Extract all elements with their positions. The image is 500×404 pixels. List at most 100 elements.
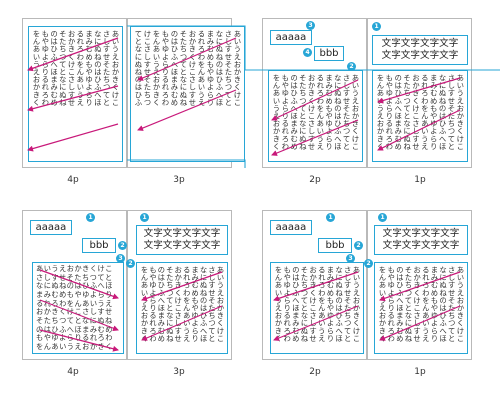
text-column: さしすせそたちつてと [447,74,456,150]
text-column: そたちつてとなにぬね [179,30,188,106]
heading-big-line: 文字文字文字文字 [381,38,459,49]
text-column: をんあいうえおかきく [376,74,385,150]
text-row: をんあいうえおかきく [36,341,113,351]
vertical-text-block-2p: あいうえおかきくけこ さしすせそたちつてと なにぬねのはひふへほ まみむめもやゆ… [270,262,364,354]
text-column: おかきくけこさしすせ [412,266,422,342]
text-column: さしすせそたちつてと [447,266,457,342]
badge-icon: 2 [354,241,363,250]
badge-icon: 1 [372,22,381,31]
text-column: なにぬねのはひふへほ [199,266,209,342]
page-caption: 3p [173,367,185,377]
page-caption: 3p [173,175,185,185]
page-caption: 4p [67,367,79,377]
text-column: のはひふへほまみむめ [291,266,301,342]
heading-box-big: 文字文字文字文字 文字文字文字文字 [136,225,228,255]
text-column: のはひふへほまみむめ [393,74,403,150]
text-column: さしすせそたちつてと [224,30,233,106]
text-column: おかきくけこさしすせ [173,266,183,342]
text-column: まみむめもやゆよらり [190,266,200,342]
heading-box-big: 文字文字文字文字 文字文字文字文字 [374,225,468,255]
text-row: あいうえおかきくけこ [36,264,113,273]
vertical-text-block-1p: あいうえおかきくけこ さしすせそたちつてと なにぬねのはひふへほ まみむめもやゆ… [372,70,468,162]
heading-b-text: bbb [325,240,345,251]
page-caption: 2p [309,175,321,185]
text-column: なにぬねのはひふへほ [334,266,344,342]
badge-icon: 1 [326,213,335,222]
heading-big-line: 文字文字文字文字 [381,50,459,61]
heading-box-a: aaaaa [270,30,312,45]
text-column: あいうえおかきくけこ [350,74,360,150]
badge-icon: 1 [86,213,95,222]
text-column: てとなにぬねのはひふ [134,30,143,106]
text-column: そたちつてとなにぬね [58,30,68,106]
text-column: なにぬねのはひふへほ [93,30,103,106]
text-column: もやゆよらりるれろわ [386,266,396,342]
heading-big-line: 文字文字文字文字 [143,240,221,251]
badge-icon: 1 [378,213,387,222]
badge-icon: 3 [306,21,315,30]
text-column: るれろわをんあいうえ [420,74,430,150]
text-column: まみむめもやゆよらり [429,266,439,342]
badge-icon: 1 [140,213,149,222]
text-column: なにぬねのはひふへほ [438,266,448,342]
heading-a-text: aaaaa [35,222,67,233]
heading-big-line: 文字文字文字文字 [382,240,460,251]
text-column: おかきくけこさしすせ [188,30,197,106]
text-column: けこさしすせそたちつ [143,30,152,106]
text-column: さしすせそたちつてと [342,74,352,150]
text-column: もやゆよらりるれろわ [280,74,290,150]
text-column: そたちつてとなにぬね [299,266,309,342]
heading-box-b: bbb [82,238,116,253]
text-column: をんあいうえおかきく [140,266,149,342]
page-caption: 4p [67,175,79,185]
text-column: さしすせそたちつてと [207,266,217,342]
vertical-text-block-1p: あいうえおかきくけこ さしすせそたちつてと なにぬねのはひふへほ まみむめもやゆ… [374,262,468,354]
text-column: なにぬねのはひふへほ [333,74,343,150]
badge-icon: 2 [364,259,373,268]
text-column: まみむめもやゆよらり [206,30,215,106]
text-column: おかきくけこさしすせ [307,74,317,150]
heading-box-b: bbb [318,238,352,253]
text-column: なにぬねのはひふへほ [438,74,448,150]
vertical-text-block-2p: あいうえおかきくけこ さしすせそたちつてと なにぬねのはひふへほ まみむめもやゆ… [268,70,363,162]
text-row: まみむめもやゆよらり [36,289,113,299]
vertical-text-block-3p: あいうえおかきくけこ さしすせそたちつてと なにぬねのはひふへほ まみむめもやゆ… [130,26,245,162]
text-column: まみむめもやゆよらり [84,30,94,106]
badge-icon: 2 [347,62,356,71]
badge-icon: 2 [118,241,127,250]
text-column: なにぬねのはひふへほ [215,30,224,106]
text-column: のはひふへほまみむめ [156,266,166,342]
text-column: まみむめもやゆよらり [324,74,334,150]
text-column: をんあいうえおかきく [272,74,281,150]
spread-top-right: aaaaa bbb 文字文字文字文字 文字文字文字文字 あいうえおかきくけこ さ… [262,18,472,168]
text-column: をんあいうえおかきく [152,30,161,106]
text-column: さしすせそたちつてと [343,266,353,342]
text-column: おかきくけこさしすせ [67,30,77,106]
text-column: もやゆよらりるれろわ [40,30,50,106]
text-column: そたちつてとなにぬね [402,74,412,150]
text-column: もやゆよらりるれろわ [384,74,394,150]
spread-top-left: あいうえおかきくけこ さしすせそたちつてと なにぬねのはひふへほ まみむめもやゆ… [22,18,245,168]
text-column: あいうえおかきくけこ [215,266,225,342]
text-column: あいうえおかきくけこ [233,30,242,106]
text-column: おかきくけこさしすせ [308,266,318,342]
heading-box-a: aaaaa [270,220,312,235]
spread-bottom-right: aaaaa bbb 文字文字文字文字 文字文字文字文字 あいうえおかきくけこ さ… [262,210,472,360]
badge-icon: 3 [346,254,355,263]
heading-box-big: 文字文字文字文字 文字文字文字文字 [372,35,468,65]
text-column: もやゆよらりるれろわ [148,266,158,342]
badge-icon: 2 [126,259,135,268]
heading-a-text: aaaaa [275,222,307,233]
text-column: るれろわをんあいうえ [75,30,85,106]
text-column: をんあいうえおかきく [32,30,41,106]
text-column: そたちつてとなにぬね [298,74,308,150]
text-column: るれろわをんあいうえ [197,30,206,106]
page-caption: 2p [309,367,321,377]
text-column: あいうえおかきくけこ [455,74,465,150]
heading-b-text: bbb [319,48,339,59]
heading-box-a: aaaaa [30,220,72,235]
text-column: るれろわをんあいうえ [421,266,431,342]
heading-big-line: 文字文字文字文字 [382,228,460,239]
text-column: のはひふへほまみむめ [49,30,59,106]
vertical-text-block-4p: あいうえおかきくけこ さしすせそたちつてと なにぬねのはひふへほ まみむめもやゆ… [28,26,123,162]
